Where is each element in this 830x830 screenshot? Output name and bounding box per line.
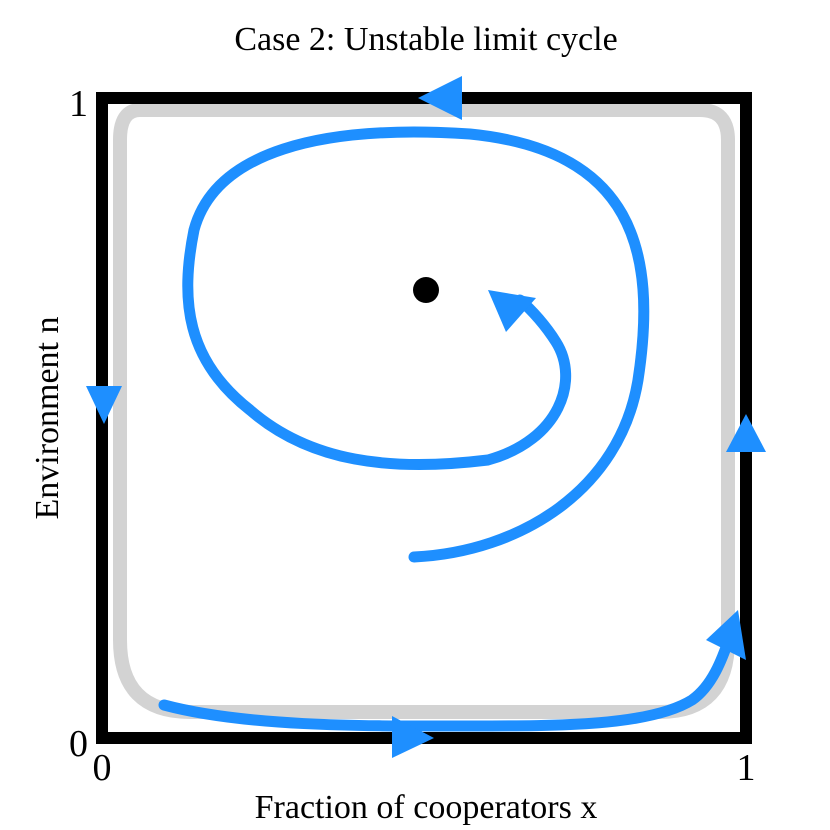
phase-space-frame bbox=[96, 92, 752, 744]
bottom-trajectory bbox=[158, 630, 736, 732]
y-axis-label: Environment n bbox=[29, 316, 66, 519]
x-axis-label: Fraction of cooperators x bbox=[255, 789, 598, 826]
fixed-point bbox=[413, 277, 439, 303]
left-edge-arrow bbox=[86, 386, 122, 424]
spiral-arrowhead bbox=[488, 290, 536, 332]
top-edge-arrow bbox=[418, 76, 462, 120]
bottom-trajectory-arrowhead bbox=[706, 610, 746, 660]
y-tick-min: 0 bbox=[69, 723, 88, 765]
spiral-trajectory bbox=[182, 126, 650, 563]
x-tick-max: 1 bbox=[737, 747, 756, 789]
right-edge-arrow bbox=[726, 414, 766, 452]
x-tick-min: 0 bbox=[93, 747, 112, 789]
diagram-title: Case 2: Unstable limit cycle bbox=[234, 21, 617, 58]
bottom-edge-arrow bbox=[392, 716, 434, 758]
y-tick-max: 1 bbox=[69, 83, 88, 125]
